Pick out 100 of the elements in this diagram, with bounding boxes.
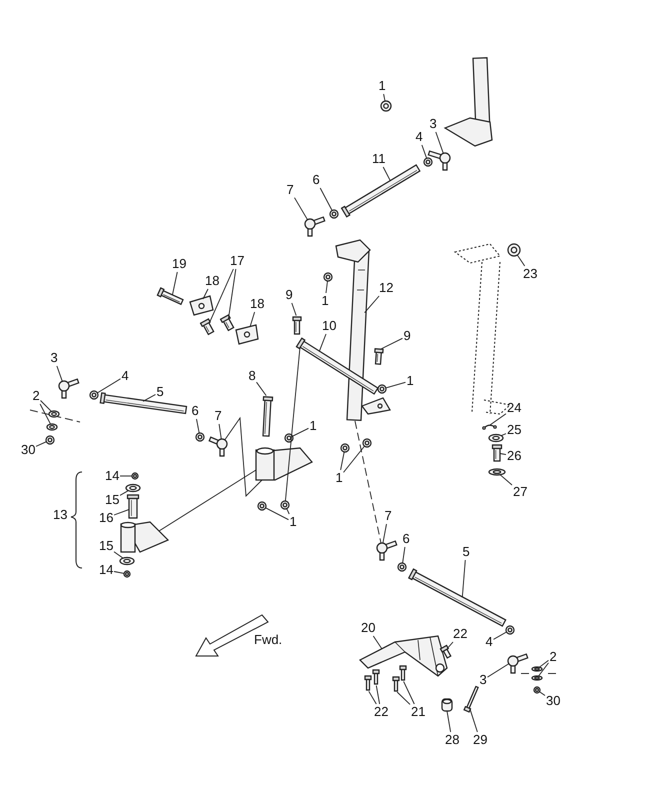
callout-number: 27 xyxy=(513,485,528,499)
callout-number: 1 xyxy=(406,374,414,388)
callout-number: 4 xyxy=(122,369,129,383)
bolt xyxy=(156,287,184,306)
callout-number: 18 xyxy=(250,297,264,311)
callout-number: 16 xyxy=(99,511,114,525)
washer xyxy=(531,666,543,672)
bolt xyxy=(372,669,380,685)
callout-number: 15 xyxy=(99,539,114,553)
nut xyxy=(257,501,267,511)
callout-number: 12 xyxy=(379,281,394,295)
callout-number: 3 xyxy=(50,351,58,365)
bracket xyxy=(359,635,448,677)
leader-line xyxy=(36,441,47,447)
leader-line xyxy=(354,420,382,544)
leader-line xyxy=(500,453,506,456)
callout-number: 6 xyxy=(192,404,199,418)
callout-number: 21 xyxy=(411,705,426,719)
leader-line xyxy=(250,312,256,328)
callout-number: 18 xyxy=(205,274,220,288)
nut xyxy=(131,472,139,480)
bolt xyxy=(262,396,274,437)
leader-line xyxy=(340,451,345,470)
leader-line xyxy=(516,254,526,266)
washer xyxy=(119,556,135,566)
callout-number: 9 xyxy=(286,288,293,302)
callout-number: 7 xyxy=(384,509,392,523)
callout-number: 1 xyxy=(336,471,343,485)
washer xyxy=(46,423,58,431)
leader-line xyxy=(256,382,267,396)
leader-line xyxy=(96,378,121,394)
leader-line xyxy=(382,166,391,182)
leader-line xyxy=(326,280,328,294)
tie-rod xyxy=(340,164,421,218)
callout-number: 29 xyxy=(473,733,488,747)
leader-line xyxy=(446,642,454,649)
callout-number: 5 xyxy=(462,545,470,559)
washer xyxy=(488,434,504,442)
tie-rod-end xyxy=(507,653,528,674)
tie-rod-end xyxy=(208,436,228,457)
callout-number: 17 xyxy=(230,254,244,268)
washer xyxy=(531,675,543,681)
cap xyxy=(507,243,521,257)
callout-number: 7 xyxy=(286,183,294,197)
nut xyxy=(284,433,294,443)
callout-number: 11 xyxy=(372,152,386,166)
nut xyxy=(280,500,290,510)
leader-line xyxy=(376,685,380,704)
callout-number: 24 xyxy=(507,401,522,415)
leader-line xyxy=(421,144,428,159)
leader-line xyxy=(490,413,506,426)
callout-number: 15 xyxy=(105,493,120,507)
leader-line xyxy=(446,710,452,732)
leader-line xyxy=(403,680,415,704)
nut xyxy=(423,157,433,167)
callout-number: 8 xyxy=(248,369,256,383)
callout-number: 30 xyxy=(546,694,560,708)
nut xyxy=(533,686,541,694)
leader-line xyxy=(208,268,234,324)
callout-number: 1 xyxy=(378,79,386,93)
leader-line xyxy=(114,551,124,559)
clip xyxy=(482,424,497,430)
leader-line xyxy=(538,660,549,668)
callout-number: 4 xyxy=(416,130,423,144)
callout-number: 22 xyxy=(453,627,468,641)
callout-number: 30 xyxy=(21,443,36,457)
leader-line xyxy=(462,560,466,598)
leader-line xyxy=(402,546,406,564)
callout-number: 6 xyxy=(402,532,410,546)
callout-number: 22 xyxy=(374,705,388,719)
leader-line xyxy=(40,404,51,425)
callout-number: 25 xyxy=(507,423,522,437)
callout-number: 2 xyxy=(550,650,557,664)
bolt xyxy=(440,644,452,659)
leader-line xyxy=(158,470,256,532)
callout-number: 1 xyxy=(290,515,297,529)
nut xyxy=(195,432,205,442)
leader-line xyxy=(500,474,512,486)
leader-line xyxy=(383,94,386,102)
callout-number: 2 xyxy=(32,389,40,403)
callout-number: 23 xyxy=(523,267,538,281)
leader-line xyxy=(368,690,377,704)
leader-line xyxy=(142,394,156,402)
nut xyxy=(329,209,339,219)
direction-label: Fwd. xyxy=(254,633,282,647)
leader-line xyxy=(196,418,200,434)
leader-line xyxy=(228,268,236,320)
leader-line xyxy=(292,428,309,437)
nut xyxy=(123,570,131,578)
bushing xyxy=(220,314,234,332)
callout-number: 26 xyxy=(507,449,522,463)
bolt xyxy=(374,348,384,365)
tie-rod xyxy=(408,568,506,627)
callout-number: 20 xyxy=(361,621,376,635)
bolt xyxy=(292,316,302,335)
leader-line xyxy=(380,338,403,350)
nut xyxy=(45,435,55,445)
callout-number: 28 xyxy=(445,733,460,747)
leader-line xyxy=(318,334,326,352)
leader-line xyxy=(294,197,308,220)
